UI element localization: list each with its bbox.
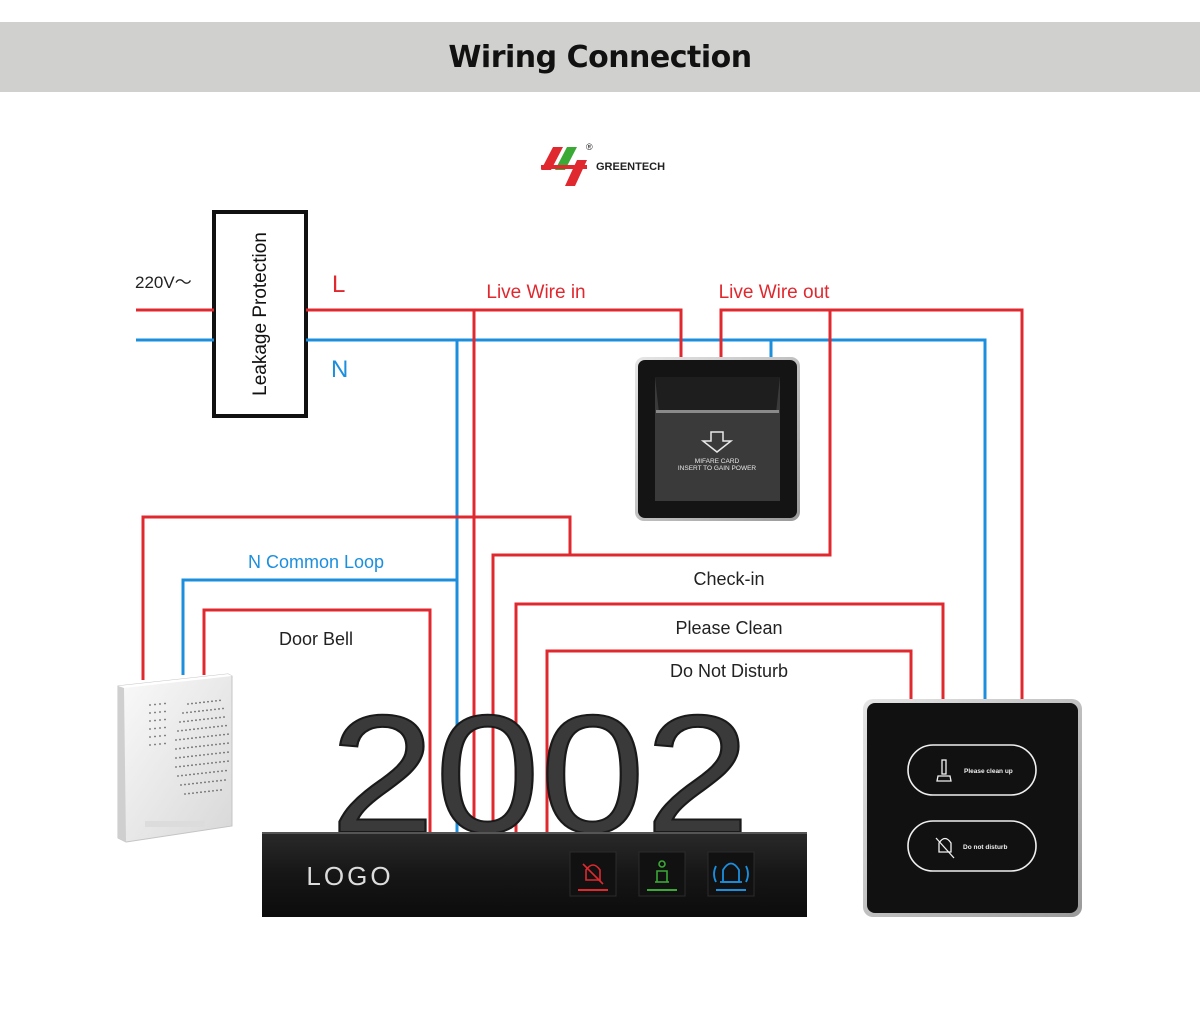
neutral-label: N: [331, 356, 348, 383]
leakage-protection-breaker: Leakage Protection: [212, 210, 308, 418]
please-clean-label: Please Clean: [675, 618, 782, 638]
please-clean-wire: [514, 602, 945, 835]
brand-logo: GREENTECH ®: [541, 142, 665, 186]
live-wire-out: [719, 308, 1024, 700]
brand-name: GREENTECH: [596, 161, 665, 173]
bell-off-icon: [935, 837, 955, 859]
card-instruction-line2: INSERT TO GAIN POWER: [678, 465, 757, 472]
card-instruction-line1: MIFARE CARD: [695, 458, 740, 465]
indoor-service-panel: Please clean up Do not disturb: [863, 699, 1082, 917]
bell-loop-wire: [141, 515, 572, 680]
door-bell-device: [117, 673, 233, 843]
check-in-feed-wire: [491, 310, 832, 835]
registered-mark: ®: [586, 142, 593, 152]
broom-icon: [936, 759, 952, 782]
n-common-loop-wire: [181, 578, 457, 675]
do-not-disturb-button[interactable]: Do not disturb: [907, 820, 1037, 872]
arrow-down-icon: [700, 431, 734, 453]
speaker-grille-icon: [149, 699, 229, 795]
breaker-label: Leakage Protection: [250, 232, 271, 396]
title-bar: Wiring Connection: [0, 22, 1200, 92]
live-wire-in: [306, 308, 683, 358]
n-common-loop-label: N Common Loop: [248, 552, 384, 572]
greentech-logo-icon: [541, 147, 587, 186]
room-number-doorplate: 2002 LOGO: [262, 679, 807, 917]
please-clean-up-label: Please clean up: [964, 768, 1013, 775]
check-in-label: Check-in: [693, 569, 764, 589]
neutral-main-wire: [306, 338, 987, 700]
clean-indicator: [638, 851, 686, 897]
please-clean-up-button[interactable]: Please clean up: [907, 744, 1037, 796]
doorplate-logo-text: LOGO: [306, 861, 393, 891]
page-title: Wiring Connection: [448, 39, 752, 75]
door-bell-label: Door Bell: [279, 629, 353, 649]
doorbell-indicator: [707, 851, 755, 897]
wires: [136, 308, 1024, 835]
do-not-disturb-button-label: Do not disturb: [963, 844, 1007, 851]
live-wire-in-label: Live Wire in: [486, 282, 585, 303]
door-bell-wire: [202, 608, 432, 835]
doorbell-icon: [713, 862, 749, 883]
energy-saving-switch: MIFARE CARD INSERT TO GAIN POWER: [635, 357, 800, 521]
clean-icon: [655, 860, 669, 883]
voltage-label: 220V～: [135, 273, 192, 292]
dnd-indicator: [569, 851, 617, 897]
live-wire-out-label: Live Wire out: [719, 282, 831, 303]
dnd-bell-icon: [582, 863, 604, 885]
do-not-disturb-wire: [545, 649, 913, 835]
live-label: L: [332, 271, 345, 298]
do-not-disturb-label: Do Not Disturb: [670, 661, 788, 681]
